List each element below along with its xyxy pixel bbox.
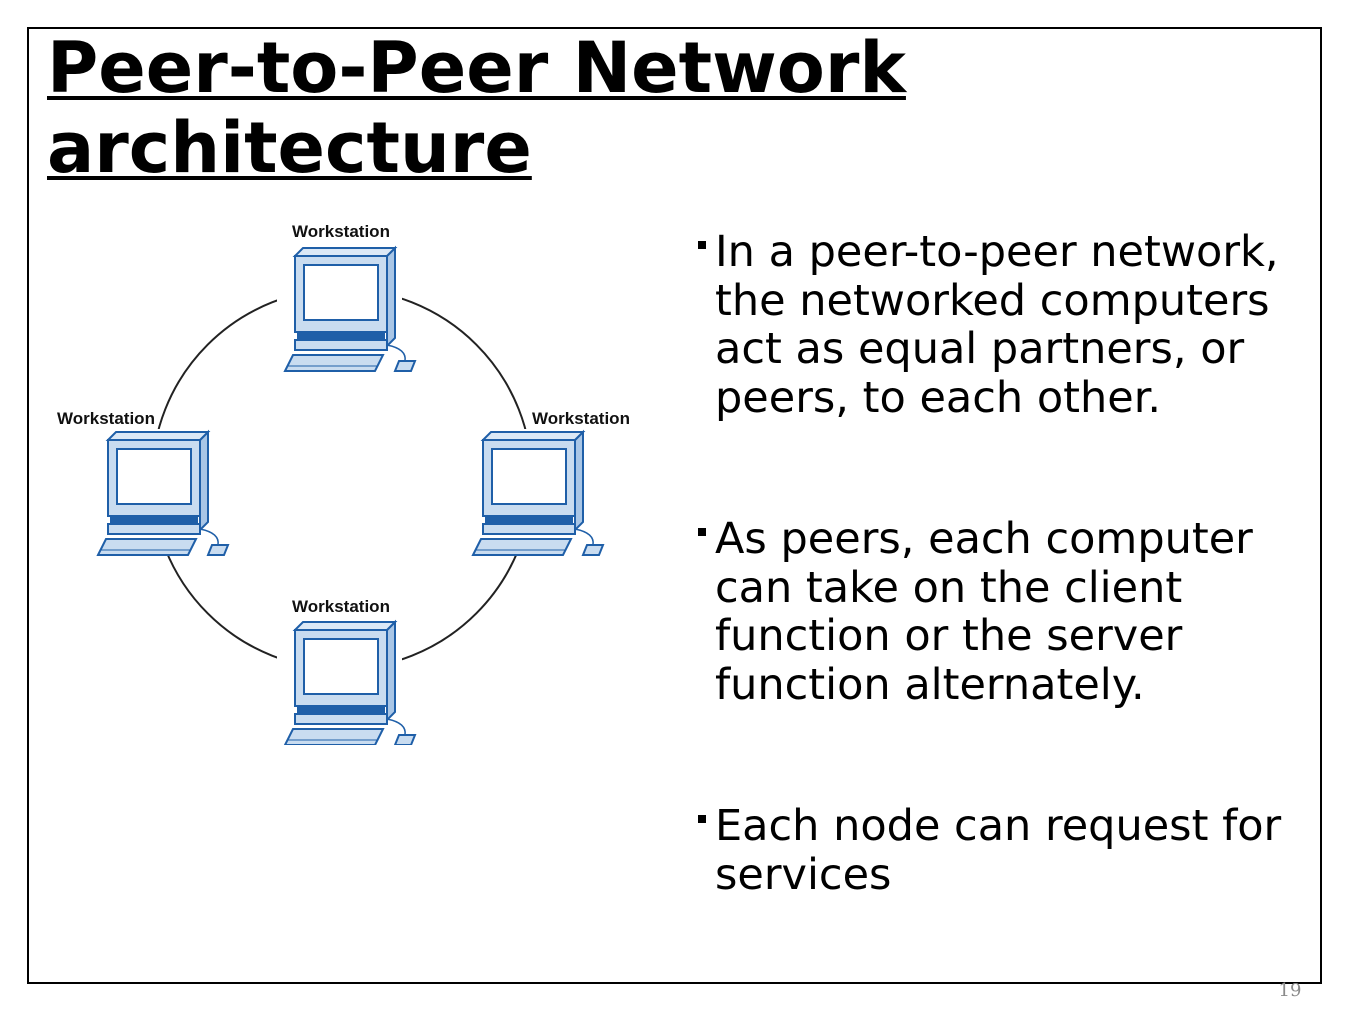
page-title-line-1: Peer-to-Peer Network [47,27,906,109]
workstation-right-label: Workstation [532,409,630,428]
workstation-bottom: Workstation [277,597,416,745]
bullet-item: As peers, each computer can take on the … [690,515,1310,709]
page-title-line-2: architecture [47,107,532,189]
workstation-top-label: Workstation [292,222,390,241]
workstation-left-label: Workstation [57,409,155,428]
slide-frame [27,27,1322,984]
peer-to-peer-diagram: Workstation Workstation Workstation Work… [57,222,630,745]
bullet-item: In a peer-to-peer network, the networked… [690,228,1310,422]
page-number: 19 [1278,980,1302,1001]
workstation-left: Workstation [57,409,229,556]
bullet-text: Each node can request for services [715,801,1282,900]
workstation-bottom-label: Workstation [292,597,390,616]
bullet-marker-icon [698,815,706,823]
workstation-right: Workstation [460,409,630,556]
page-title: Peer-to-Peer Network architecture [47,28,1247,188]
workstation-top: Workstation [277,222,416,372]
bullet-marker-icon [698,528,706,536]
bullet-text: In a peer-to-peer network, the networked… [715,228,1279,423]
bullet-list: In a peer-to-peer network, the networked… [690,228,1310,1012]
bullet-text: As peers, each computer can take on the … [715,514,1253,710]
bullet-marker-icon [698,241,706,249]
bullet-item: Each node can request for services [690,802,1310,899]
